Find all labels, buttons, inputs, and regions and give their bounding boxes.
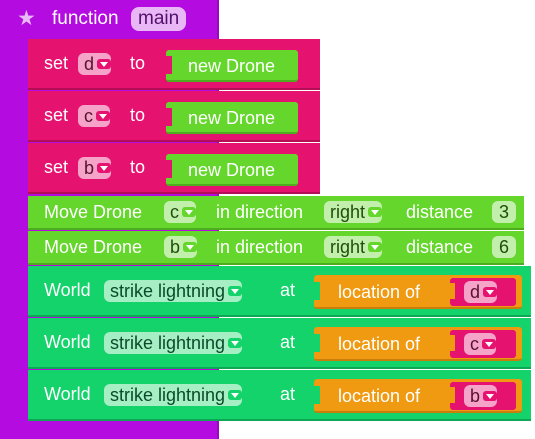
new-drone-block[interactable]: new Drone: [166, 50, 298, 82]
chevron-down-icon: [483, 391, 498, 401]
drone-dropdown[interactable]: b: [164, 236, 198, 258]
action-dropdown[interactable]: strike lightning: [104, 384, 243, 406]
chevron-down-icon: [228, 286, 243, 296]
distance-input[interactable]: 6: [492, 236, 516, 258]
location-of-label: location of: [338, 386, 421, 406]
chevron-down-icon: [228, 390, 243, 400]
variable-dropdown[interactable]: c: [464, 333, 496, 355]
location-of-block[interactable]: location of b: [314, 379, 522, 413]
action-dropdown[interactable]: strike lightning: [104, 332, 243, 354]
direction-dropdown[interactable]: right: [324, 201, 383, 223]
target-variable-block[interactable]: b: [450, 382, 516, 410]
action-dropdown[interactable]: strike lightning: [104, 280, 243, 302]
drone-dropdown[interactable]: c: [164, 201, 196, 223]
chevron-down-icon: [483, 287, 498, 297]
new-drone-block[interactable]: new Drone: [166, 154, 298, 186]
at-label: at: [280, 384, 296, 404]
set-keyword: set: [44, 105, 69, 125]
connector-notch: [450, 283, 455, 299]
at-label: at: [280, 280, 296, 300]
strike-lightning-block-b[interactable]: World strike lightning at location of b: [28, 370, 531, 421]
location-of-block[interactable]: location of c: [314, 327, 522, 361]
star-icon: ★: [17, 7, 36, 30]
variable-dropdown[interactable]: d: [78, 53, 112, 75]
connector-notch: [314, 282, 320, 300]
chevron-down-icon: [482, 339, 496, 349]
new-drone-label: new Drone: [188, 160, 276, 180]
move-drone-block-c[interactable]: Move Drone c in direction right distance…: [28, 196, 524, 230]
direction-dropdown[interactable]: right: [324, 236, 383, 258]
to-label: to: [130, 105, 146, 125]
variable-dropdown[interactable]: b: [78, 157, 112, 179]
connector-notch: [450, 387, 455, 403]
connector-notch: [166, 56, 172, 74]
set-block-d[interactable]: set d to new Drone: [28, 39, 320, 90]
strike-lightning-block-c[interactable]: World strike lightning at location of c: [28, 318, 531, 369]
target-variable-block[interactable]: d: [450, 278, 516, 306]
world-label: World: [44, 332, 91, 352]
location-of-block[interactable]: location of d: [314, 275, 522, 309]
connector-notch: [166, 108, 172, 126]
to-label: to: [130, 53, 146, 73]
set-keyword: set: [44, 53, 69, 73]
chevron-down-icon: [97, 163, 112, 173]
world-label: World: [44, 384, 91, 404]
to-label: to: [130, 157, 146, 177]
move-drone-block-b[interactable]: Move Drone b in direction right distance…: [28, 231, 524, 265]
set-block-b[interactable]: set b to new Drone: [28, 143, 320, 194]
chevron-down-icon: [228, 338, 243, 348]
variable-dropdown[interactable]: c: [78, 105, 110, 127]
distance-label: distance: [406, 237, 474, 257]
set-block-c[interactable]: set c to new Drone: [28, 91, 320, 142]
chevron-down-icon: [97, 59, 112, 69]
distance-label: distance: [406, 202, 474, 222]
connector-notch: [314, 386, 320, 404]
variable-dropdown[interactable]: d: [464, 281, 498, 303]
location-of-label: location of: [338, 334, 421, 354]
chevron-down-icon: [368, 242, 383, 252]
move-drone-label: Move Drone: [44, 237, 143, 257]
connector-notch: [166, 160, 172, 178]
location-of-label: location of: [338, 282, 421, 302]
strike-lightning-block-d[interactable]: World strike lightning at location of d: [28, 266, 531, 317]
new-drone-label: new Drone: [188, 56, 276, 76]
distance-input[interactable]: 3: [492, 201, 516, 223]
chevron-down-icon: [182, 207, 196, 217]
in-direction-label: in direction: [216, 202, 304, 222]
set-keyword: set: [44, 157, 69, 177]
in-direction-label: in direction: [216, 237, 304, 257]
function-name-field[interactable]: main: [131, 7, 187, 31]
new-drone-label: new Drone: [188, 108, 276, 128]
chevron-down-icon: [183, 242, 198, 252]
world-label: World: [44, 280, 91, 300]
variable-dropdown[interactable]: b: [464, 385, 498, 407]
target-variable-block[interactable]: c: [450, 330, 516, 358]
connector-notch: [450, 335, 455, 351]
function-keyword: function: [52, 8, 119, 29]
at-label: at: [280, 332, 296, 352]
chevron-down-icon: [368, 207, 383, 217]
new-drone-block[interactable]: new Drone: [166, 102, 298, 134]
move-drone-label: Move Drone: [44, 202, 143, 222]
chevron-down-icon: [96, 111, 110, 121]
connector-notch: [314, 334, 320, 352]
